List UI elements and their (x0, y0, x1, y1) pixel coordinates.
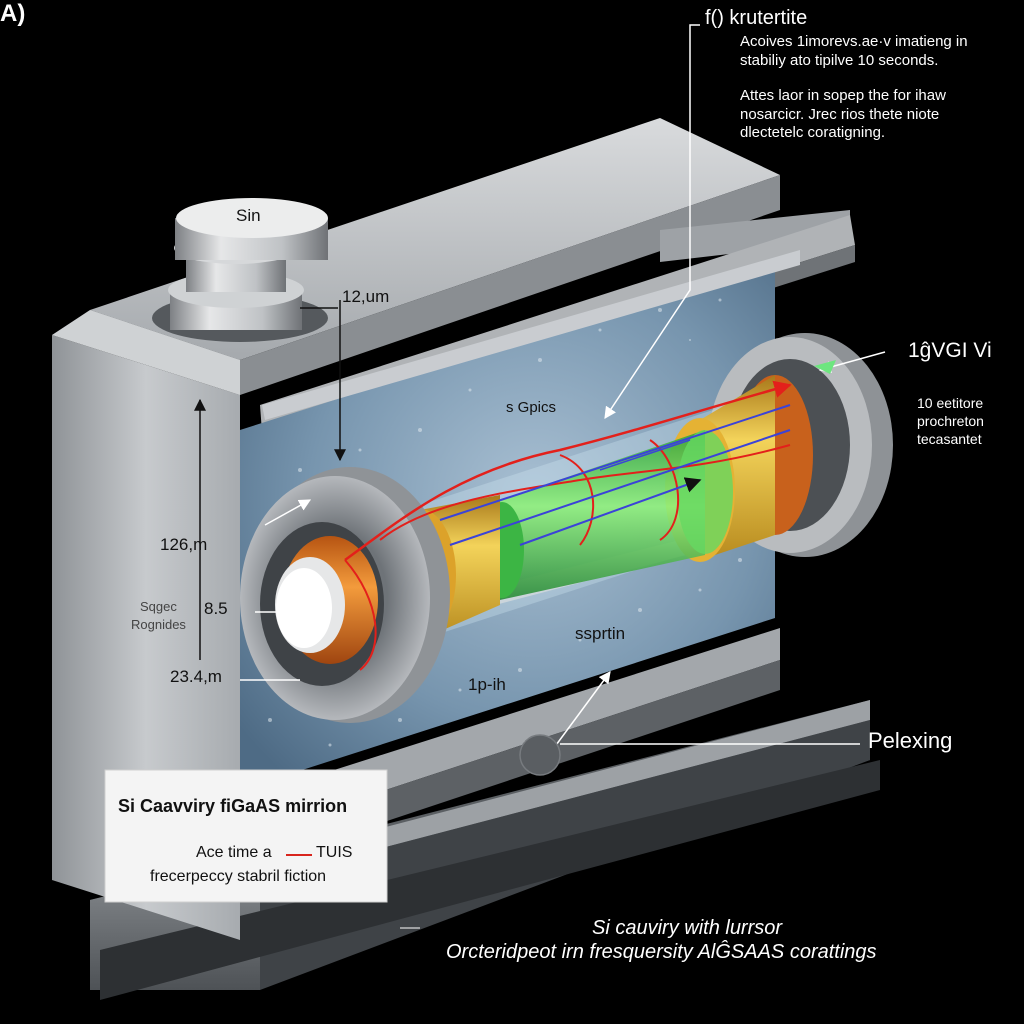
inner-label-onepih: 1p-ih (468, 675, 506, 694)
info-box-line: frecerpeccy stabril fiction (150, 868, 327, 885)
top-annotation-line: Attes laor in sopep the for ihaw (740, 87, 946, 104)
top-annotation-line: stabiliy ato tipilve 10 seconds. (740, 52, 939, 69)
dimension-middle: 126,m (160, 535, 208, 554)
sample-marker (519, 360, 836, 776)
dimension-ratio: 8.5 (204, 599, 228, 618)
right-annotation-title: 1ĝVGI Vi (908, 339, 992, 362)
dimension-top: 12,um (342, 287, 390, 306)
dimension-lines (194, 300, 346, 660)
inner-label-spritin: ssprtin (575, 624, 626, 643)
top-annotation-line: dlectetelc coratigning. (740, 124, 886, 141)
panel-label: A) (0, 0, 26, 27)
right-annotation-line: tecasantet (917, 431, 982, 447)
info-box-legend: TUIS (316, 844, 353, 861)
right-annotation-line: 10 eetitore (917, 395, 984, 411)
right-annotation-line: prochreton (917, 413, 984, 429)
base-rail (90, 700, 880, 1000)
top-cap (152, 198, 328, 342)
top-annotation-line: Acoives 1imorevs.ae·v imatieng in (740, 33, 968, 50)
cap-label: Sin (236, 206, 261, 225)
info-box-title: Si Caavviry fiGaAS mirrion (118, 796, 348, 816)
pelexing-label: Pelexing (868, 728, 953, 753)
top-annotation-title: f() krutertite (705, 7, 808, 29)
caption-line: Orcteridpeot irn fresquersity AlĜSAAS co… (446, 941, 877, 963)
side-label: Sqgec (140, 599, 177, 614)
side-label: Rognides (131, 617, 186, 632)
top-annotation-line: nosarcicr. Jrec rios thete niote (740, 106, 940, 123)
info-box-frame (104, 769, 388, 903)
laser-beams (344, 380, 792, 671)
info-box-line: Ace time a (196, 844, 272, 861)
caption-line: Si cauviry with lurrsor (592, 917, 783, 939)
dimension-bottom: 23.4,m (170, 667, 222, 686)
inner-label-gpics: s Gpics (506, 399, 557, 416)
